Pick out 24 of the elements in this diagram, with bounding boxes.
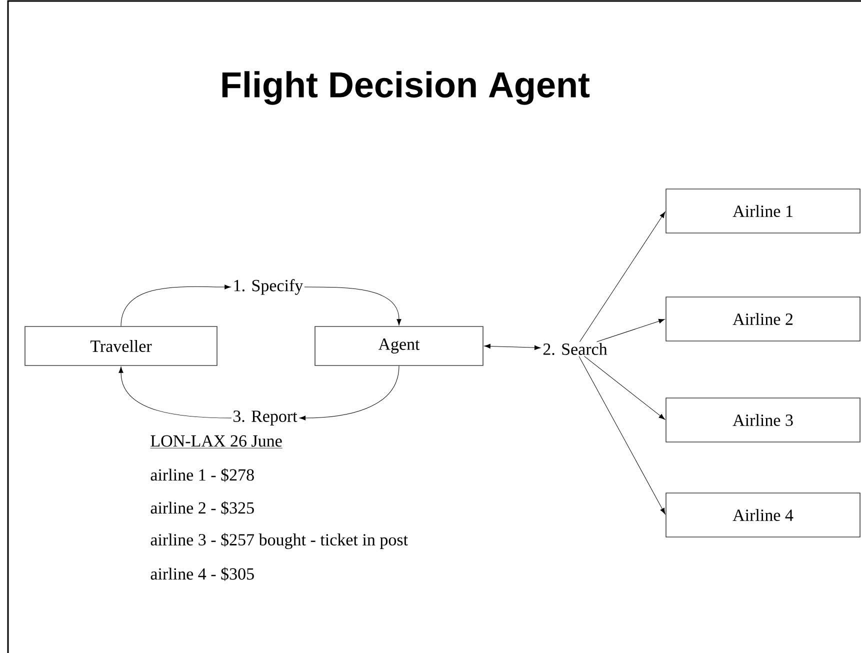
process-box: Airline 4 [666, 492, 860, 538]
step-label: 1. Specify [234, 279, 304, 295]
arrow [580, 212, 666, 342]
price-note: airline 4 - $305 [150, 567, 254, 581]
price-note: airline 3 - $257 bought - ticket in post [150, 533, 408, 549]
process-box: Airline 2 [666, 296, 860, 342]
process-box: Agent [314, 326, 484, 366]
price-note: airline 2 - $325 [150, 501, 254, 515]
arrow [120, 284, 231, 326]
arrow [299, 366, 400, 420]
arrow [304, 286, 402, 326]
arrow [118, 366, 232, 418]
title: Flight Decision Agent [222, 71, 590, 105]
step-label: 2. Search [543, 343, 608, 356]
arrow [596, 318, 665, 342]
price-note: airline 1 - $278 [150, 468, 254, 482]
arrow [584, 356, 666, 420]
process-box: Airline 1 [666, 188, 860, 234]
process-box: Airline 3 [666, 398, 860, 442]
process-box: Traveller [24, 326, 218, 366]
arrow [484, 344, 541, 350]
price-note: LON-LAX 26 June [150, 435, 283, 448]
arrow [578, 356, 666, 514]
step-label: 3. Report [233, 410, 298, 426]
